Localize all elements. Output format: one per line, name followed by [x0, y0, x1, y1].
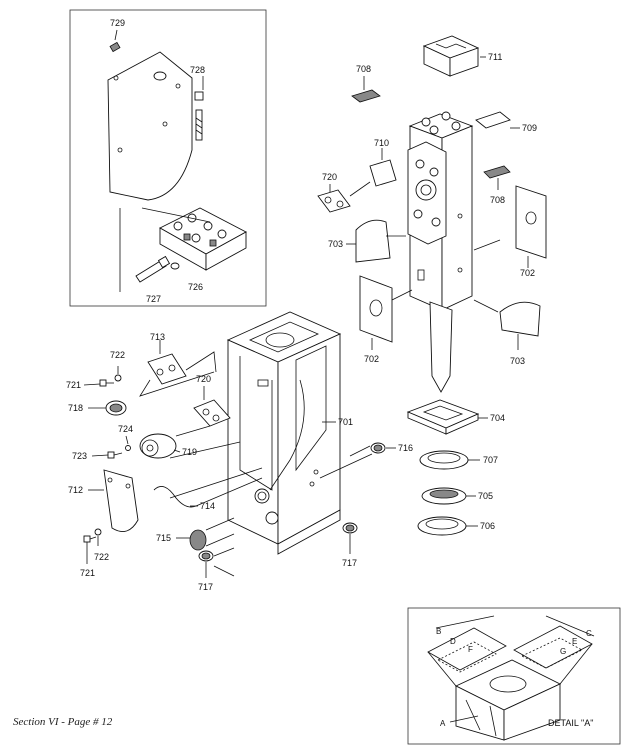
dim-d-label: D	[450, 637, 456, 646]
callout-722-bottom: 722	[94, 552, 109, 562]
screw-729	[109, 29, 121, 53]
spool-727	[135, 255, 171, 283]
dim-a-label: A	[440, 719, 446, 728]
bolt-728	[194, 76, 204, 141]
dim-g-label: G	[560, 647, 566, 656]
callout-714: 714	[200, 501, 215, 511]
callout-722-top: 722	[110, 350, 125, 360]
callout-705: 705	[478, 491, 493, 501]
wear-plate-710	[369, 159, 397, 187]
callout-716: 716	[398, 443, 413, 453]
plate-720-lower	[193, 399, 231, 427]
callout-717-right: 717	[342, 558, 357, 568]
accumulator-719	[139, 433, 177, 459]
callout-720-top: 720	[322, 172, 337, 182]
breaker-body	[407, 111, 474, 393]
bushing-708-top	[351, 89, 381, 103]
callout-703-right: 703	[510, 356, 525, 366]
bushing-716	[370, 442, 386, 454]
callout-728: 728	[190, 65, 205, 75]
bottom-plate-704	[406, 399, 480, 435]
callout-702-right: 702	[520, 268, 535, 278]
callout-707: 707	[483, 455, 498, 465]
callout-721-top: 721	[66, 380, 81, 390]
bolt-723	[107, 451, 123, 459]
callout-715: 715	[156, 533, 171, 543]
page-footer: Section VI - Page # 12	[13, 716, 113, 728]
detail-a-drawing	[427, 615, 595, 741]
washer-722-top	[114, 374, 122, 382]
callout-702-left: 702	[364, 354, 379, 364]
upper-cushion-711	[422, 35, 480, 77]
plate-702-left	[359, 275, 393, 343]
callout-726: 726	[188, 282, 203, 292]
plate-703-right	[499, 301, 541, 337]
washer-722-bottom	[94, 528, 102, 536]
callout-708-top: 708	[356, 64, 371, 74]
callout-711: 711	[488, 52, 502, 62]
callout-706: 706	[480, 521, 495, 531]
dim-c-label: C	[586, 629, 592, 638]
valve-cover-plate	[107, 51, 193, 201]
bolt-721-top	[99, 379, 114, 387]
dim-e-label: E	[572, 637, 577, 646]
callout-701: 701	[338, 417, 353, 427]
plate-720-top	[317, 189, 351, 213]
callout-709: 709	[522, 123, 537, 133]
callout-718: 718	[68, 403, 83, 413]
callout-717-left: 717	[198, 582, 213, 592]
side-cover-712	[103, 469, 139, 533]
callout-708-right: 708	[490, 195, 505, 205]
bushing-708-right	[483, 165, 511, 179]
detail-a-frame	[407, 607, 621, 745]
seal-718	[105, 400, 127, 416]
dim-f-label: F	[468, 645, 473, 654]
callout-727: 727	[146, 294, 161, 304]
dim-b-label: B	[436, 627, 441, 636]
callout-712: 712	[68, 485, 83, 495]
plate-713	[147, 353, 187, 385]
callout-721-bottom: 721	[80, 568, 95, 578]
callout-710: 710	[374, 138, 389, 148]
callout-720-lower: 720	[196, 374, 211, 384]
housing-701	[226, 311, 342, 555]
valve-inset-frame	[69, 9, 267, 307]
callout-704: 704	[490, 413, 505, 423]
callout-703-left: 703	[328, 239, 343, 249]
plug-715	[189, 529, 207, 551]
bushing-717-left	[198, 550, 214, 562]
bolt-721-bottom	[83, 535, 97, 543]
callout-719: 719	[182, 447, 197, 457]
plate-702-right	[515, 185, 547, 259]
wear-plate-709	[475, 111, 511, 129]
callout-713: 713	[150, 332, 165, 342]
washer-724	[125, 445, 131, 451]
o-ring-726	[170, 262, 180, 270]
leader	[141, 207, 211, 223]
valve-body	[159, 207, 247, 271]
bushing-717-right	[342, 522, 358, 534]
callout-729: 729	[110, 18, 125, 28]
ring-706	[417, 516, 467, 536]
detail-a-title: DETAIL "A"	[548, 718, 593, 728]
callout-724: 724	[118, 424, 133, 434]
ring-705	[421, 487, 467, 505]
ring-707	[419, 450, 469, 470]
callout-723: 723	[72, 451, 87, 461]
plate-703-left	[355, 219, 391, 263]
